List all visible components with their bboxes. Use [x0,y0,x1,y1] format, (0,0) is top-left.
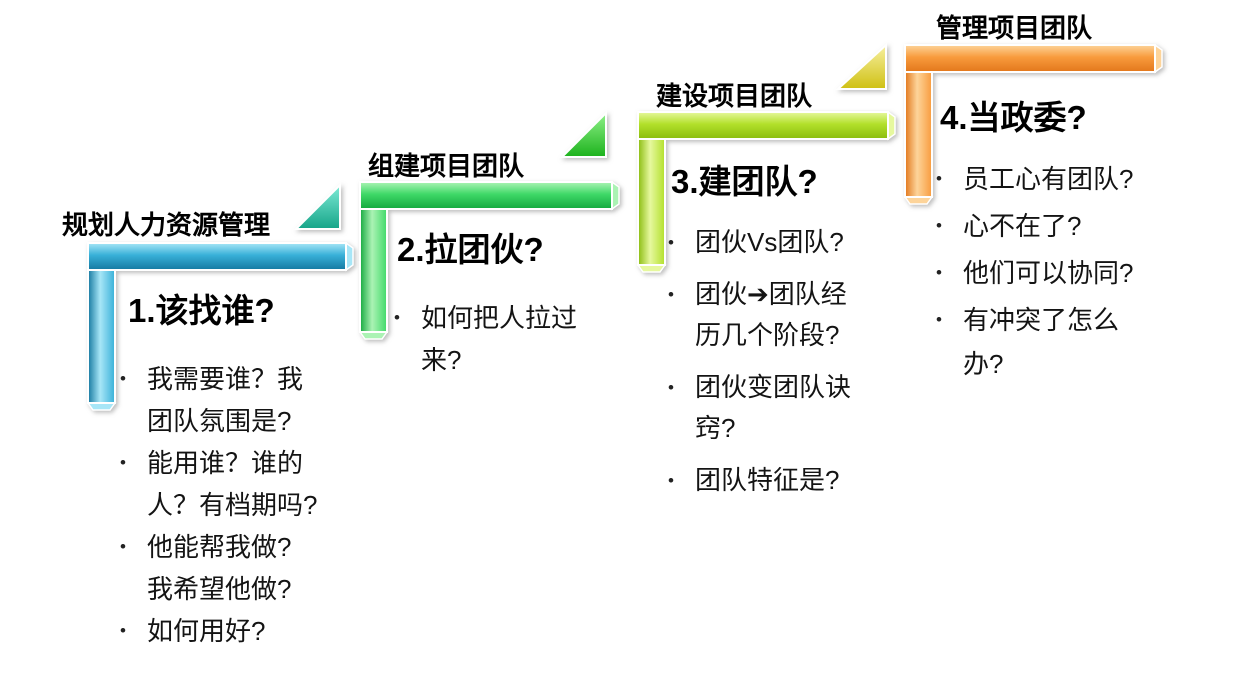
bullet-item: • 如何用好? [118,610,353,652]
bullet-item: • 能用谁？谁的 人？有档期吗? [118,442,353,526]
bullet-dot: • [120,537,126,556]
bullet-dot: • [668,285,674,304]
bracket-horizontal-arm [87,242,347,271]
bracket-end-bevel [345,241,354,272]
bullet-dot: • [936,263,942,282]
step-bracket [636,110,896,273]
bullet-item: • 他们可以协同? [934,251,1179,295]
bracket-horizontal-arm [904,44,1156,73]
stage-header: 组建项目团队 [368,151,525,181]
stage-manage-team: 管理项目团队 4.当政委? • 员工心有团队? [899,0,1229,410]
triangle-shape [835,42,887,90]
bullet-dot: • [668,378,674,397]
bullet-text: 我需要谁？我 团队氛围是? [147,364,304,436]
stage-title: 2.拉团伙? [397,231,544,268]
bullet-item: • 我需要谁？我 团队氛围是? [118,358,353,442]
bullet-text: 他们可以协同? [963,258,1134,288]
bullet-dot: • [120,453,126,472]
bullet-text: 如何用好? [147,616,266,646]
step-bracket [358,180,620,340]
bullet-list: • 如何把人拉过 来? [392,297,622,381]
bullet-list: • 我需要谁？我 团队氛围是? • 能用谁？谁的 人？有档期吗? • 他能帮我做? 我… [118,358,353,652]
bullet-item: • 团伙变团队诀 窍? [666,367,901,449]
bullet-item: • 有冲突了怎么 办? [934,298,1179,386]
stage-header: 规划人力资源管理 [62,210,271,240]
stage-acquire-team: 组建项目团队 [358,108,660,398]
step-bracket [86,241,354,411]
bullet-text: 心不在了? [963,211,1082,241]
bullet-list: • 团伙Vs团队? • 团伙➔团队经 历几个阶段? • 团伙变团队诀 窍? • 团队特征… [666,222,901,501]
bracket-foot-bevel [636,264,667,273]
bullet-item: • 团队特征是? [666,460,901,501]
bullet-text: 团伙➔团队经 历几个阶段? [695,279,847,350]
triangle-shape [293,182,341,230]
stage-plan-hr-management: 规划人力资源管理 [62,178,392,673]
bullet-item: • 团伙➔团队经 历几个阶段? [666,274,901,356]
step-up-triangle-icon [835,42,887,90]
bullet-item: • 心不在了? [934,204,1179,248]
step-up-triangle-icon [293,182,341,230]
bullet-text: 能用谁？谁的 人？有档期吗? [147,448,318,520]
bullet-item: • 团伙Vs团队? [666,222,901,263]
bracket-foot-bevel [903,196,934,205]
stage-develop-team: 建设项目团队 [632,40,932,500]
bullet-dot: • [668,471,674,490]
bullet-item: • 如何把人拉过 来? [392,297,622,381]
stage-header: 建设项目团队 [656,81,813,111]
bracket-foot-bevel [358,331,389,340]
stage-header: 管理项目团队 [936,13,1093,43]
bullet-text: 他能帮我做? 我希望他做? [147,532,292,604]
stage-title: 1.该找谁? [128,292,275,329]
stage-title: 4.当政委? [940,99,1087,136]
bullet-dot: • [120,369,126,388]
bullet-text: 有冲突了怎么 办? [963,305,1120,379]
bullet-item: • 员工心有团队? [934,157,1179,201]
stage-title: 3.建团队? [671,163,818,200]
bullet-text: 团队特征是? [695,465,840,495]
bracket-end-bevel [611,180,620,211]
step-bracket [903,43,1163,205]
step-up-triangle-icon [559,110,607,158]
bracket-foot-bevel [86,402,117,411]
bullet-dot: • [936,310,942,329]
bullet-dot: • [668,233,674,252]
bullet-text: 员工心有团队? [963,164,1134,194]
bullet-text: 团伙变团队诀 窍? [695,372,852,443]
bracket-end-bevel [887,110,896,141]
bullet-text: 如何把人拉过 来? [421,303,578,375]
bullet-list: • 员工心有团队? • 心不在了? • 他们可以协同? • 有冲突了怎么 办? [934,157,1179,389]
bullet-dot: • [120,621,126,640]
bracket-horizontal-arm [637,111,889,140]
bracket-end-bevel [1154,43,1163,74]
bullet-item: • 他能帮我做? 我希望他做? [118,526,353,610]
triangle-shape [559,110,607,158]
bracket-horizontal-arm [359,181,613,210]
bullet-text: 团伙Vs团队? [695,227,844,257]
bullet-dot: • [394,308,400,327]
bullet-dot: • [936,169,942,188]
bullet-dot: • [936,216,942,235]
